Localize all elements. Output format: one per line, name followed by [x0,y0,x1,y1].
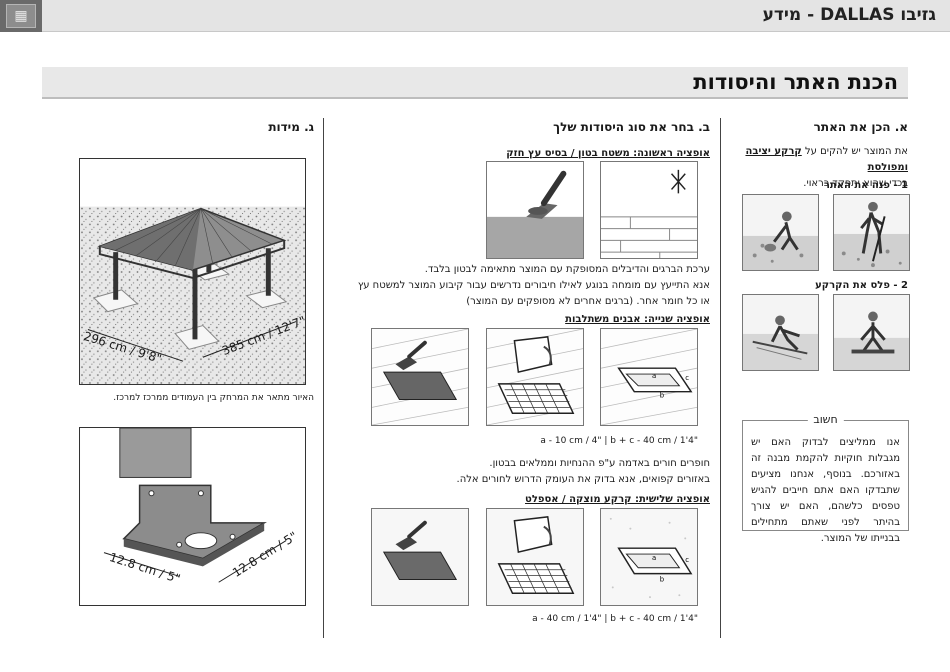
section-header: הכנת האתר והיסודות [42,67,908,99]
grid-icon: ▦ [6,4,36,28]
option2-line2: באזורים קפואים, אנא בדוק את העומק הדרוש … [456,474,710,485]
column-divider-left [323,118,324,638]
section-title: הכנת האתר והיסודות [693,70,898,94]
step1-heading: 1 - פנה את האתר [823,180,908,191]
label-b: b [660,392,664,400]
wood-base-image [600,161,698,259]
important-title: חשוב [807,413,844,426]
level-ground-image-left [742,294,819,371]
column-divider-right [720,118,721,638]
label-a: a [652,372,656,380]
option3-caption: a - 40 cm / 1'4" | b + c - 40 cm / 1'4" [532,614,698,624]
important-text: אנו ממליצים לבדוק האם יש מגבלות חוקיות ל… [751,437,900,544]
asphalt-fill-image [486,508,584,606]
asphalt-trowel-image [371,508,469,606]
intro-bold: קרקע יציבה ומפולסת [745,146,908,173]
option1-text: ערכת הברגים והדיבלים המסופקת עם המוצר מת… [290,262,710,310]
option2-text: חופרים חורים באדמה ע"פ ההנחיות וממלאים ב… [290,456,710,488]
option1-line1: ערכת הברגים והדיבלים המסופקת עם המוצר מת… [424,264,710,275]
option1-line2: אנא התייעץ עם מומחה בנוגע לאילו חיבורים … [357,280,710,291]
dimensions-caption: האיור מתאר את המרחק בין העמודים ממרכז למ… [113,393,314,403]
clear-site-image-right [833,194,910,271]
concrete-base-image [486,161,584,259]
important-notice: חשוב אנו ממליצים לבדוק האם יש מגבלות חוק… [742,413,909,544]
base-plate-image: 12.8 cm / 5" 12.8 cm / 5" [79,427,306,606]
gazebo-dimensions-image: 296 cm / 9'8" 385 cm / 12'7" [79,158,306,385]
intro-suffix: בכדי שהוא יתפקד כראוי. [803,178,908,189]
col-a-intro: את המוצר יש להקים על קרקע יציבה ומפולסת ב… [728,144,908,192]
option3-heading: אופציה שלישית: קרקע מוצקה / אספלט [525,494,710,505]
paver-trowel-image [371,328,469,426]
paver-fill-image [486,328,584,426]
option2-heading: אופציה שנייה: אבנים משתלבות [565,314,710,325]
label-c: c [685,374,689,382]
sidebar-toggle-button[interactable]: ▦ [0,0,42,32]
option2-line1: חופרים חורים באדמה ע"פ ההנחיות וממלאים ב… [489,458,710,469]
top-bar: ▦ גזיבו DALLAS - מידע [0,0,950,32]
option1-heading: אופציה ראשונה: משטח בטון / בסיס עץ חזק [506,148,710,159]
level-ground-image-right [833,294,910,371]
option1-line3: או כל חומר אחר. (ברגים אחרים לא מסופקים … [466,296,710,307]
col-b-heading: ב. בחר את סוג היסודות שלך [553,120,710,134]
asphalt-hole-image: a b c [600,508,698,606]
paver-hole-image: a b c [600,328,698,426]
option2-caption: a - 10 cm / 4" | b + c - 40 cm / 1'4" [540,436,698,446]
col-c-heading: ג. מידות [268,120,314,134]
label-a-2: a [652,554,656,562]
label-b-2: b [660,575,664,583]
col-a-heading: א. הכן את האתר [813,120,908,134]
intro-prefix: את המוצר יש להקים על [801,146,908,157]
clear-site-image-left [742,194,819,271]
step2-heading: 2 - פלס את הקרקע [815,280,908,291]
label-c-2: c [685,556,689,564]
page-title: גזיבו DALLAS - מידע [762,5,936,25]
